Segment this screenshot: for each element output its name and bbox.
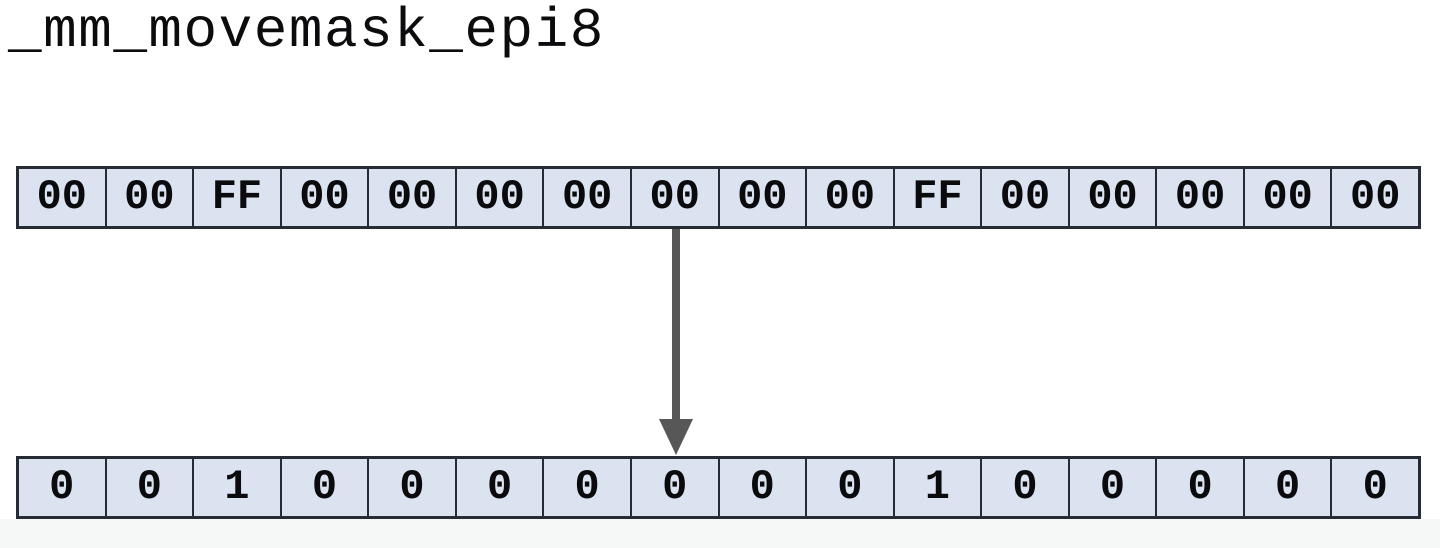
bit-cell: 1	[192, 459, 280, 516]
byte-cell: 00	[542, 169, 630, 226]
down-arrow-icon	[672, 229, 680, 421]
bit-cell: 0	[279, 459, 368, 516]
byte-cell: 00	[980, 169, 1068, 226]
byte-cell: 00	[367, 169, 455, 226]
byte-cell: 00	[717, 169, 806, 226]
bit-cell: 0	[454, 459, 543, 516]
bit-cell: 0	[1242, 459, 1331, 516]
byte-cell: 00	[104, 169, 193, 226]
bit-cell: 0	[1330, 459, 1418, 516]
byte-cell: 00	[1155, 169, 1243, 226]
byte-cell: 00	[629, 169, 718, 226]
byte-cell: 00	[19, 169, 105, 226]
down-arrow-head-icon	[659, 419, 693, 455]
byte-cell: FF	[892, 169, 981, 226]
bit-cell: 0	[1067, 459, 1156, 516]
bit-cell: 0	[980, 459, 1068, 516]
byte-cell: 00	[1330, 169, 1418, 226]
bit-cell: 0	[717, 459, 806, 516]
byte-cell: 00	[454, 169, 543, 226]
bit-cell: 0	[367, 459, 455, 516]
bit-cell: 0	[104, 459, 193, 516]
bit-cell: 0	[19, 459, 105, 516]
instruction-title: _mm_movemask_epi8	[8, 0, 605, 63]
bit-cell: 0	[805, 459, 893, 516]
bottom-strip	[0, 519, 1440, 548]
bit-cell: 0	[542, 459, 630, 516]
bit-cell: 0	[1155, 459, 1243, 516]
bit-cell: 1	[892, 459, 981, 516]
byte-cell: FF	[192, 169, 280, 226]
byte-cell: 00	[279, 169, 368, 226]
byte-cell: 00	[1242, 169, 1331, 226]
bit-cell: 0	[629, 459, 718, 516]
byte-cell: 00	[805, 169, 893, 226]
byte-cell: 00	[1067, 169, 1156, 226]
